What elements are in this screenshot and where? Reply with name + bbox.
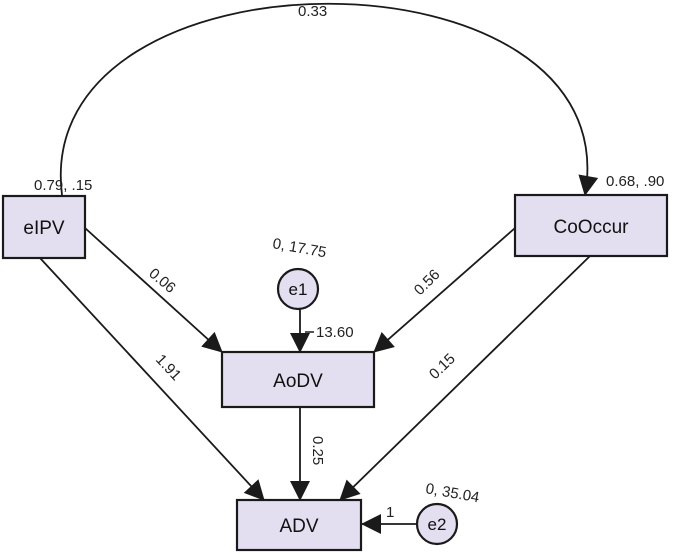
error-e1-label: e1 (289, 280, 308, 299)
error-e2-label: e2 (428, 515, 447, 534)
aodv-intercept: 13.60 (316, 324, 354, 341)
node-aodv: AoDV (220, 350, 376, 409)
weight-cooccur-aodv: 0.56 (411, 266, 444, 299)
error-e2: e2 (415, 502, 459, 546)
node-eipv: eIPV (1, 194, 87, 260)
path-cooccur-aodv (373, 227, 516, 353)
path-eipv-adv (39, 257, 265, 501)
covariance-arc (54, 2, 599, 216)
e1-stats: 0, 17.75 (271, 235, 327, 261)
cooccur-stats: 0.68, .90 (606, 173, 664, 190)
node-cooccur-label: CoOccur (554, 217, 630, 238)
node-eipv-label: eIPV (23, 218, 65, 239)
covariance-label: 0.33 (298, 3, 327, 20)
error-e1: e1 (276, 267, 320, 311)
node-adv-label: ADV (279, 516, 318, 537)
weight-eipv-adv: 1.91 (152, 351, 184, 384)
node-aodv-label: AoDV (273, 371, 323, 392)
node-cooccur: CoOccur (513, 193, 669, 258)
e2-weight: 1 (386, 504, 394, 521)
eipv-stats: 0.79, .15 (34, 177, 92, 194)
path-cooccur-adv (339, 255, 591, 501)
weight-eipv-aodv: 0.06 (145, 265, 178, 297)
e2-stats: 0, 35.04 (424, 480, 480, 506)
path-eipv-aodv (84, 227, 223, 353)
weight-cooccur-adv: 0.15 (426, 350, 459, 383)
node-adv: ADV (235, 498, 363, 552)
weight-aodv-adv: 0.25 (309, 436, 326, 465)
